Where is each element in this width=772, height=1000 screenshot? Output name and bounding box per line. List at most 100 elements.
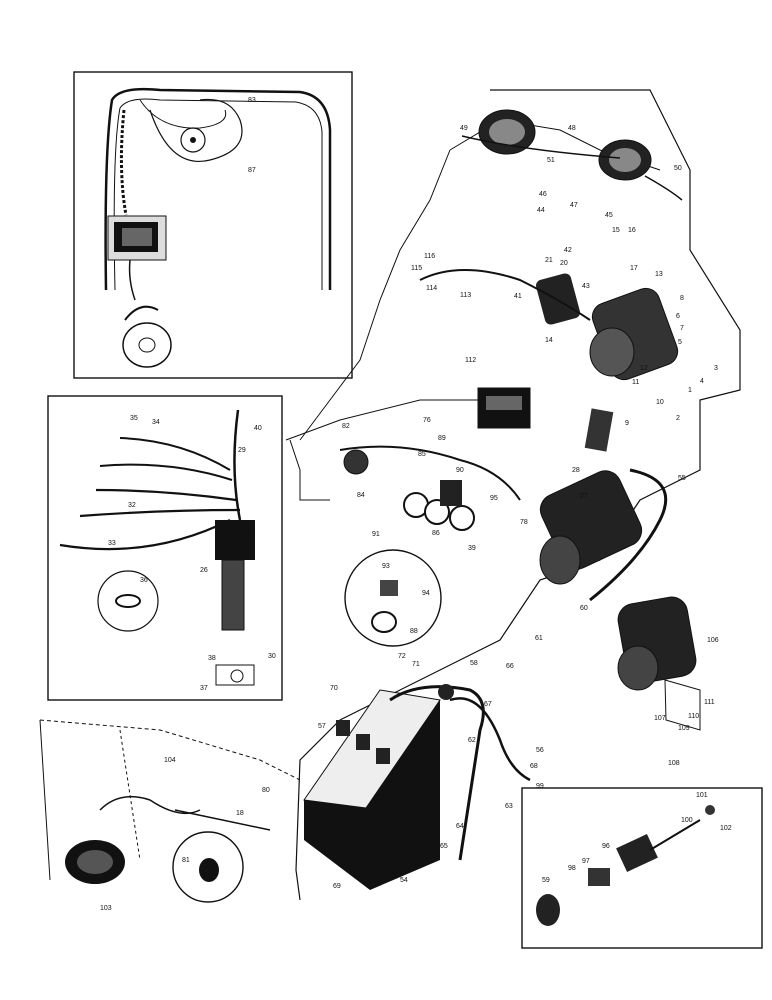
callout-76: 76 <box>423 417 431 424</box>
callout-13: 13 <box>655 271 663 278</box>
callout-65: 65 <box>440 843 448 850</box>
callout-30: 30 <box>268 653 276 660</box>
callout-38: 38 <box>208 655 216 662</box>
callout-109: 109 <box>678 725 690 732</box>
callout-43: 43 <box>582 283 590 290</box>
inset-switch-circle <box>172 809 271 903</box>
callout-71: 71 <box>412 661 420 668</box>
voltage-regulator <box>477 387 531 429</box>
callout-64: 64 <box>456 823 464 830</box>
callout-70: 70 <box>330 685 338 692</box>
callout-17: 17 <box>630 265 638 272</box>
callout-96: 96 <box>602 843 610 850</box>
callout-8: 8 <box>680 295 684 302</box>
callout-111: 111 <box>704 699 715 706</box>
callout-116: 116 <box>424 253 435 260</box>
callout-114: 114 <box>426 285 437 292</box>
callout-32: 32 <box>128 502 136 509</box>
callout-99: 99 <box>536 783 544 790</box>
callout-107: 107 <box>654 715 666 722</box>
callout-103: 103 <box>100 905 112 912</box>
callout-7: 7 <box>680 325 684 332</box>
callout-27: 27 <box>580 493 588 500</box>
callout-49: 49 <box>460 125 468 132</box>
inset-horn-assembly <box>521 787 763 949</box>
callout-72: 72 <box>398 653 406 660</box>
callout-60: 60 <box>580 605 588 612</box>
callout-37: 37 <box>200 685 208 692</box>
callout-59: 59 <box>542 877 550 884</box>
instrument-cluster <box>339 445 521 531</box>
callout-78: 78 <box>520 519 528 526</box>
inset-wiring-harness <box>73 71 353 379</box>
callout-91: 91 <box>372 531 380 538</box>
callout-63: 63 <box>505 803 513 810</box>
callout-101: 101 <box>696 792 708 799</box>
callout-26: 26 <box>200 567 208 574</box>
callout-58: 58 <box>470 660 478 667</box>
callout-29: 29 <box>238 447 246 454</box>
callout-55: 55 <box>678 475 686 482</box>
callout-56: 56 <box>536 747 544 754</box>
callout-16: 16 <box>628 227 636 234</box>
callout-98: 98 <box>568 865 576 872</box>
callout-45: 45 <box>605 212 613 219</box>
callout-94: 94 <box>422 590 430 597</box>
callout-3: 3 <box>714 365 718 372</box>
callout-88: 88 <box>410 628 418 635</box>
headlamp-pair <box>461 109 683 201</box>
callout-85: 85 <box>418 451 426 458</box>
callout-4: 4 <box>700 378 704 385</box>
callout-21: 21 <box>545 257 553 264</box>
callout-11: 11 <box>632 379 639 386</box>
callout-97: 97 <box>582 858 590 865</box>
callout-112: 112 <box>465 357 476 364</box>
callout-18: 18 <box>236 810 244 817</box>
callout-102: 102 <box>720 825 732 832</box>
battery <box>303 684 531 890</box>
starter-motor <box>539 408 668 602</box>
callout-36: 36 <box>140 577 148 584</box>
callout-50: 50 <box>674 165 682 172</box>
callout-81: 81 <box>182 857 190 864</box>
callout-68: 68 <box>530 763 538 770</box>
callout-86: 86 <box>432 530 440 537</box>
callout-28: 28 <box>572 467 580 474</box>
callout-84: 84 <box>357 492 365 499</box>
callout-5: 5 <box>678 339 682 346</box>
callout-66: 66 <box>506 663 514 670</box>
generator-assembly <box>419 269 679 381</box>
callout-39: 39 <box>468 545 476 552</box>
callout-42: 42 <box>564 247 572 254</box>
callout-115: 115 <box>411 265 422 272</box>
callout-83: 83 <box>248 97 256 104</box>
callout-54: 54 <box>400 877 408 884</box>
callout-20: 20 <box>560 260 568 267</box>
callout-90: 90 <box>456 467 464 474</box>
callout-6: 6 <box>676 313 680 320</box>
callout-10: 10 <box>656 399 664 406</box>
callout-51: 51 <box>547 157 555 164</box>
callout-35: 35 <box>130 415 138 422</box>
callout-48: 48 <box>568 125 576 132</box>
callout-62: 62 <box>468 737 476 744</box>
tail-lamp <box>65 795 201 884</box>
callout-95: 95 <box>490 495 498 502</box>
inset-light-switch-circle <box>344 549 442 647</box>
callout-100: 100 <box>681 817 693 824</box>
callout-40: 40 <box>254 425 262 432</box>
callout-15: 15 <box>612 227 620 234</box>
callout-80: 80 <box>262 787 270 794</box>
callout-57: 57 <box>318 723 326 730</box>
callout-104: 104 <box>164 757 176 764</box>
callout-106: 106 <box>707 637 719 644</box>
callout-33: 33 <box>108 540 116 547</box>
callout-113: 113 <box>460 292 471 299</box>
callout-89: 89 <box>438 435 446 442</box>
callout-61: 61 <box>535 635 543 642</box>
spare-starter <box>617 596 701 731</box>
callout-12: 12 <box>640 365 648 372</box>
callout-2: 2 <box>676 415 680 422</box>
